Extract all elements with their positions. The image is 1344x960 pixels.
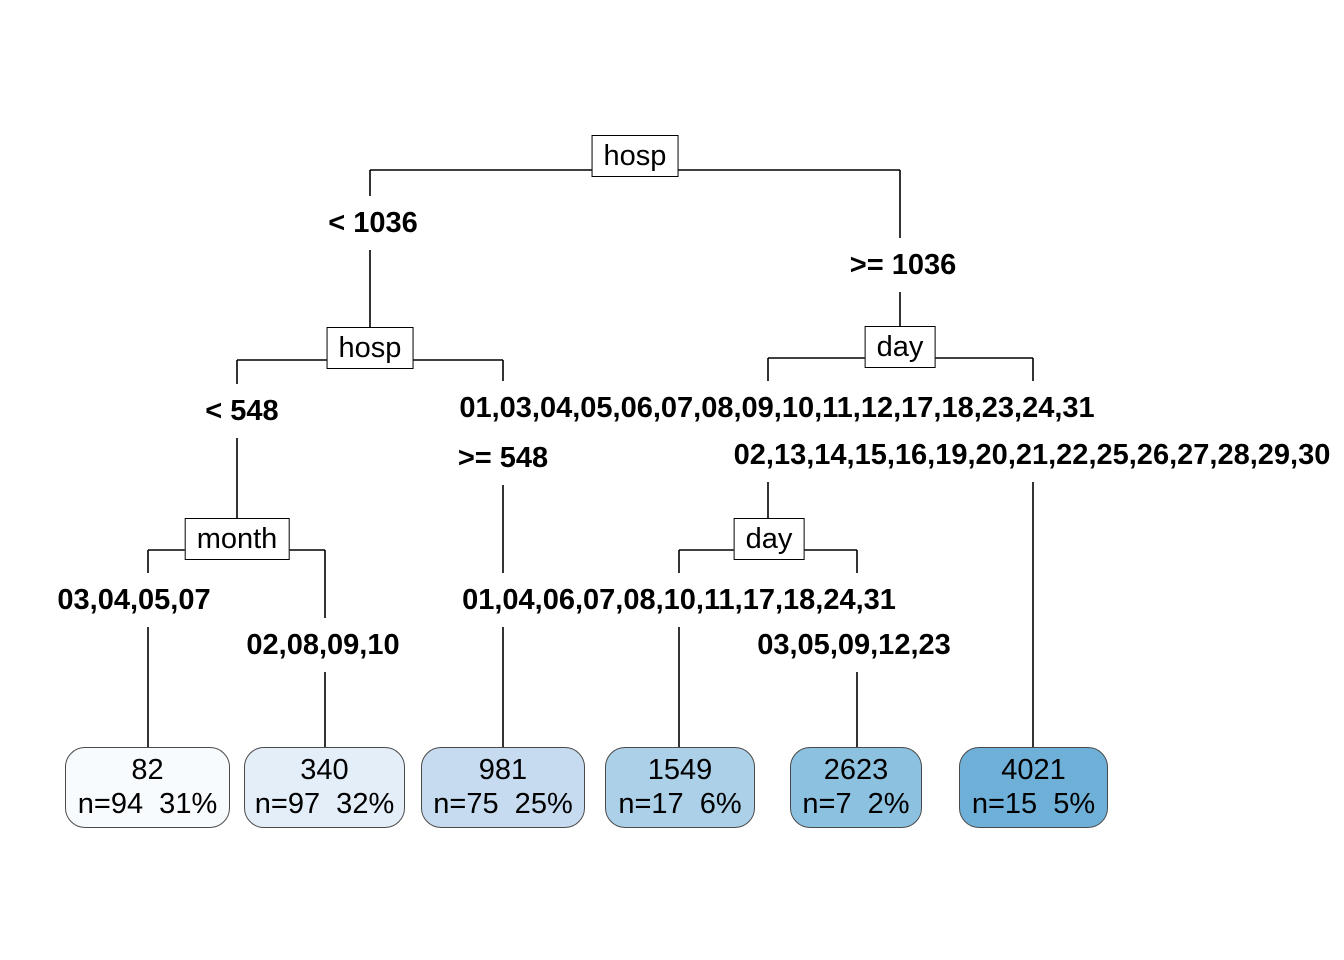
leaf-n-percent: n=17 6% bbox=[618, 788, 742, 820]
leaf-n-percent: n=94 31% bbox=[77, 788, 218, 820]
leaf-value: 2623 bbox=[823, 754, 889, 786]
branch-label-hosp2-left: < 548 bbox=[197, 384, 287, 438]
leaf-node: 981 n=75 25% bbox=[421, 747, 585, 828]
leaf-node: 340 n=97 32% bbox=[244, 747, 405, 828]
leaf-n-percent: n=75 25% bbox=[433, 788, 573, 820]
leaf-n-percent: n=15 5% bbox=[971, 788, 1096, 820]
split-node-root-hosp: hosp bbox=[591, 135, 679, 177]
leaf-value: 981 bbox=[478, 754, 528, 786]
leaf-value: 4021 bbox=[1001, 754, 1066, 786]
branch-label-root-left: < 1036 bbox=[320, 196, 426, 250]
branch-label-root-right: >= 1036 bbox=[841, 238, 965, 292]
leaf-node: 1549 n=17 6% bbox=[605, 747, 755, 828]
branch-label-month-right: 02,08,09,10 bbox=[238, 618, 408, 672]
leaf-n-percent: n=7 2% bbox=[802, 788, 910, 820]
branch-label-month-left: 03,04,05,07 bbox=[49, 573, 219, 627]
split-node-month: month bbox=[184, 518, 290, 560]
leaf-value: 82 bbox=[131, 754, 164, 786]
leaf-n-percent: n=97 32% bbox=[254, 788, 395, 820]
leaf-node: 4021 n=15 5% bbox=[959, 747, 1108, 828]
split-node-hosp-level2: hosp bbox=[326, 327, 414, 369]
leaf-node: 2623 n=7 2% bbox=[790, 747, 922, 828]
split-node-day-level2: day bbox=[864, 326, 936, 368]
leaf-value: 1549 bbox=[647, 754, 713, 786]
leaf-node: 82 n=94 31% bbox=[65, 747, 230, 828]
branch-label-hosp2-right: >= 548 bbox=[449, 431, 557, 485]
branch-label-day2-right: 02,13,14,15,16,19,20,21,22,25,26,27,28,2… bbox=[725, 428, 1339, 482]
branch-label-day2-left: 01,03,04,05,06,07,08,09,10,11,12,17,18,2… bbox=[451, 381, 1103, 435]
split-node-day-level3: day bbox=[733, 518, 805, 560]
leaf-value: 340 bbox=[300, 754, 349, 786]
branch-label-day3-right: 03,05,09,12,23 bbox=[749, 618, 959, 672]
